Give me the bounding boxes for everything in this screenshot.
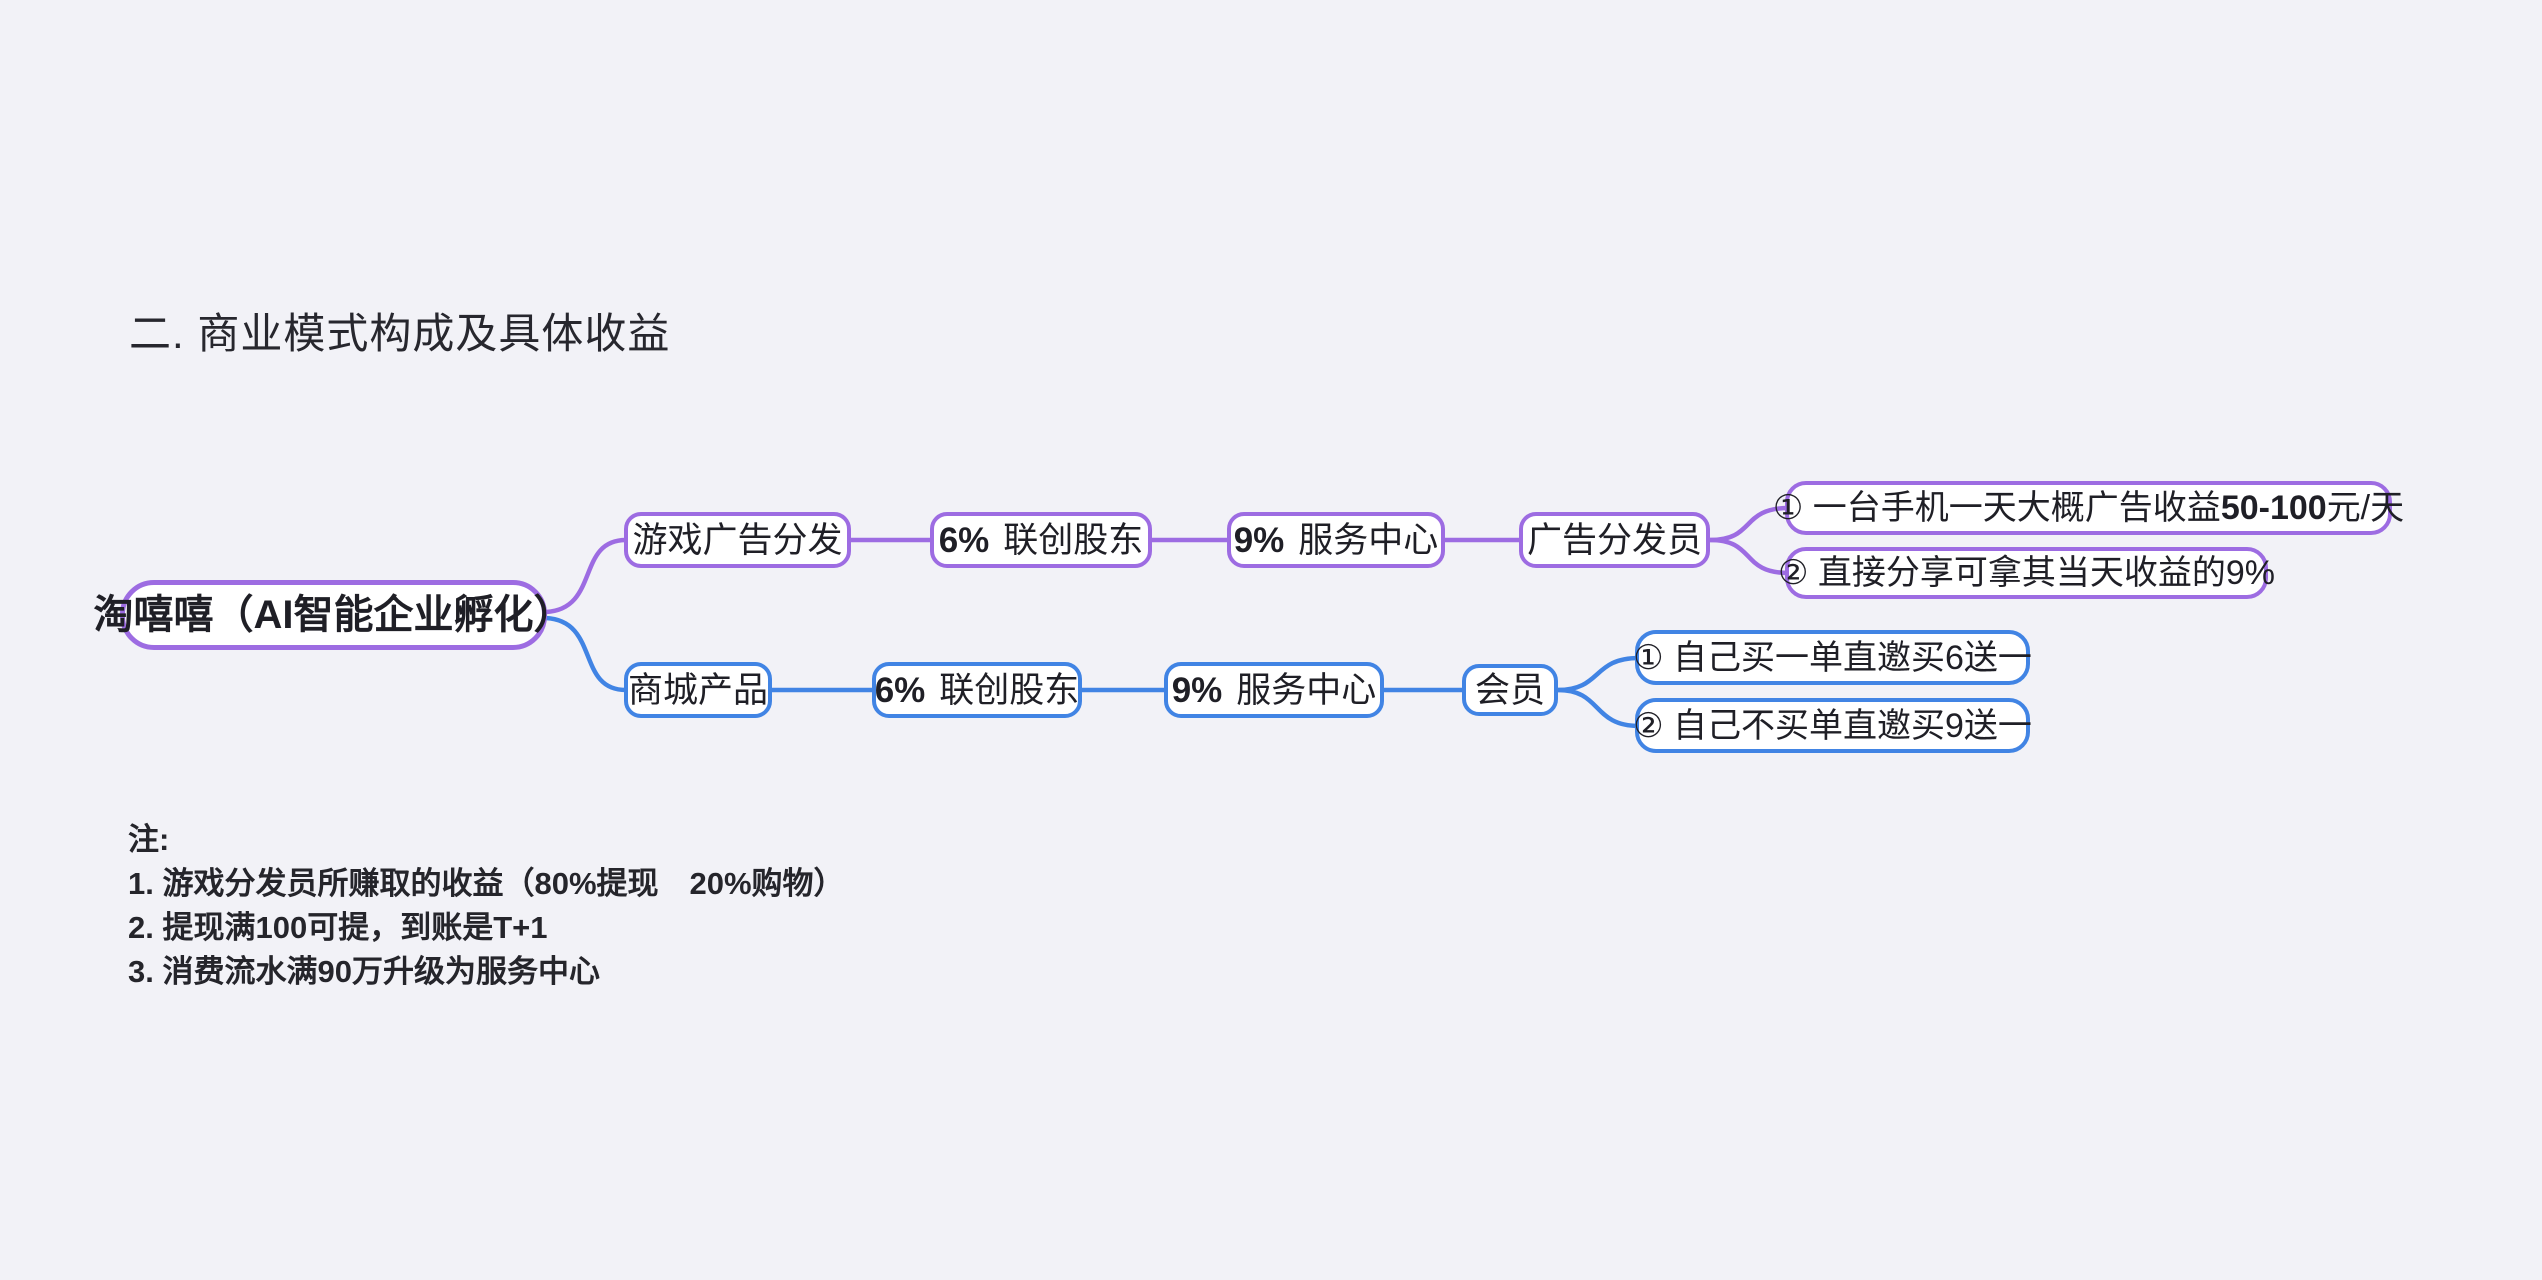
shareholder-label-bottom: 联创股东 [939,670,1080,710]
root-node: 淘嘻嘻（AI智能企业孵化） [94,580,574,650]
node-shareholder-6pct-top: 6% 联创股东 [930,512,1152,568]
shareholder-percent-bottom: 6% [874,670,926,710]
node-service-center-9pct-top: 9% 服务中心 [1227,512,1445,568]
leaf-ad-income-range: 50-100 [2220,489,2327,527]
node-member-label: 会员 [1474,670,1545,710]
notes-block: 注: 1. 游戏分发员所赚取的收益（80%提现 20%购物） 2. 提现满100… [128,818,845,994]
root-node-label: 淘嘻嘻（AI智能企业孵化） [93,593,574,637]
leaf-share-9pct: ② 直接分享可拿其当天收益的9% [1778,547,2275,599]
edge-distributor-to-leaf1 [1707,505,1792,543]
node-game-ad-distribution-label: 游戏广告分发 [632,520,843,560]
node-ad-distributor-label: 广告分发员 [1526,520,1702,560]
node-service-center-9pct-bottom: 9% 服务中心 [1164,662,1384,718]
node-mall-products-label: 商城产品 [628,670,769,710]
service-percent-top: 9% [1233,520,1285,560]
edge-distributor-to-leaf2 [1707,537,1792,576]
edge-member-to-leaf1 [1555,655,1642,693]
edge-member-to-leaf2 [1555,687,1642,729]
note-item-1: 1. 游戏分发员所赚取的收益（80%提现 20%购物） [128,866,845,901]
note-item-2: 2. 提现满100可提，到账是T+1 [128,910,548,945]
service-percent-bottom: 9% [1171,670,1223,710]
node-mall-products: 商城产品 [624,662,772,718]
edge-root-to-game-ad [543,537,629,615]
leaf-no-buy-order: ② 自己不买单直邀买9送一 [1633,698,2032,753]
leaf-share-9pct-label: ② 直接分享可拿其当天收益的9% [1777,554,2276,592]
service-label-top: 服务中心 [1298,520,1439,560]
node-shareholder-6pct-bottom: 6% 联创股东 [872,662,1082,718]
shareholder-label-top: 联创股东 [1003,520,1144,560]
node-ad-distributor: 广告分发员 [1519,512,1710,568]
leaf-ad-income-suffix: 元/天 [2326,489,2405,527]
note-item-3: 3. 消费流水满90万升级为服务中心 [128,954,600,989]
shareholder-percent-top: 6% [938,520,990,560]
node-game-ad-distribution: 游戏广告分发 [624,512,851,568]
notes-header: 注: [128,822,170,857]
leaf-buy-one-order: ① 自己买一单直邀买6送一 [1633,630,2032,685]
node-member: 会员 [1462,664,1558,716]
leaf-no-buy-order-label: ② 自己不买单直邀买9送一 [1633,706,2032,745]
leaf-ad-income-prefix: ① 一台手机一天大概广告收益 [1772,489,2221,527]
page-title: 二. 商业模式构成及具体收益 [129,310,671,357]
leaf-buy-one-order-label: ① 自己买一单直邀买6送一 [1633,638,2032,677]
service-label-bottom: 服务中心 [1236,670,1377,710]
edge-root-to-mall [543,615,629,693]
